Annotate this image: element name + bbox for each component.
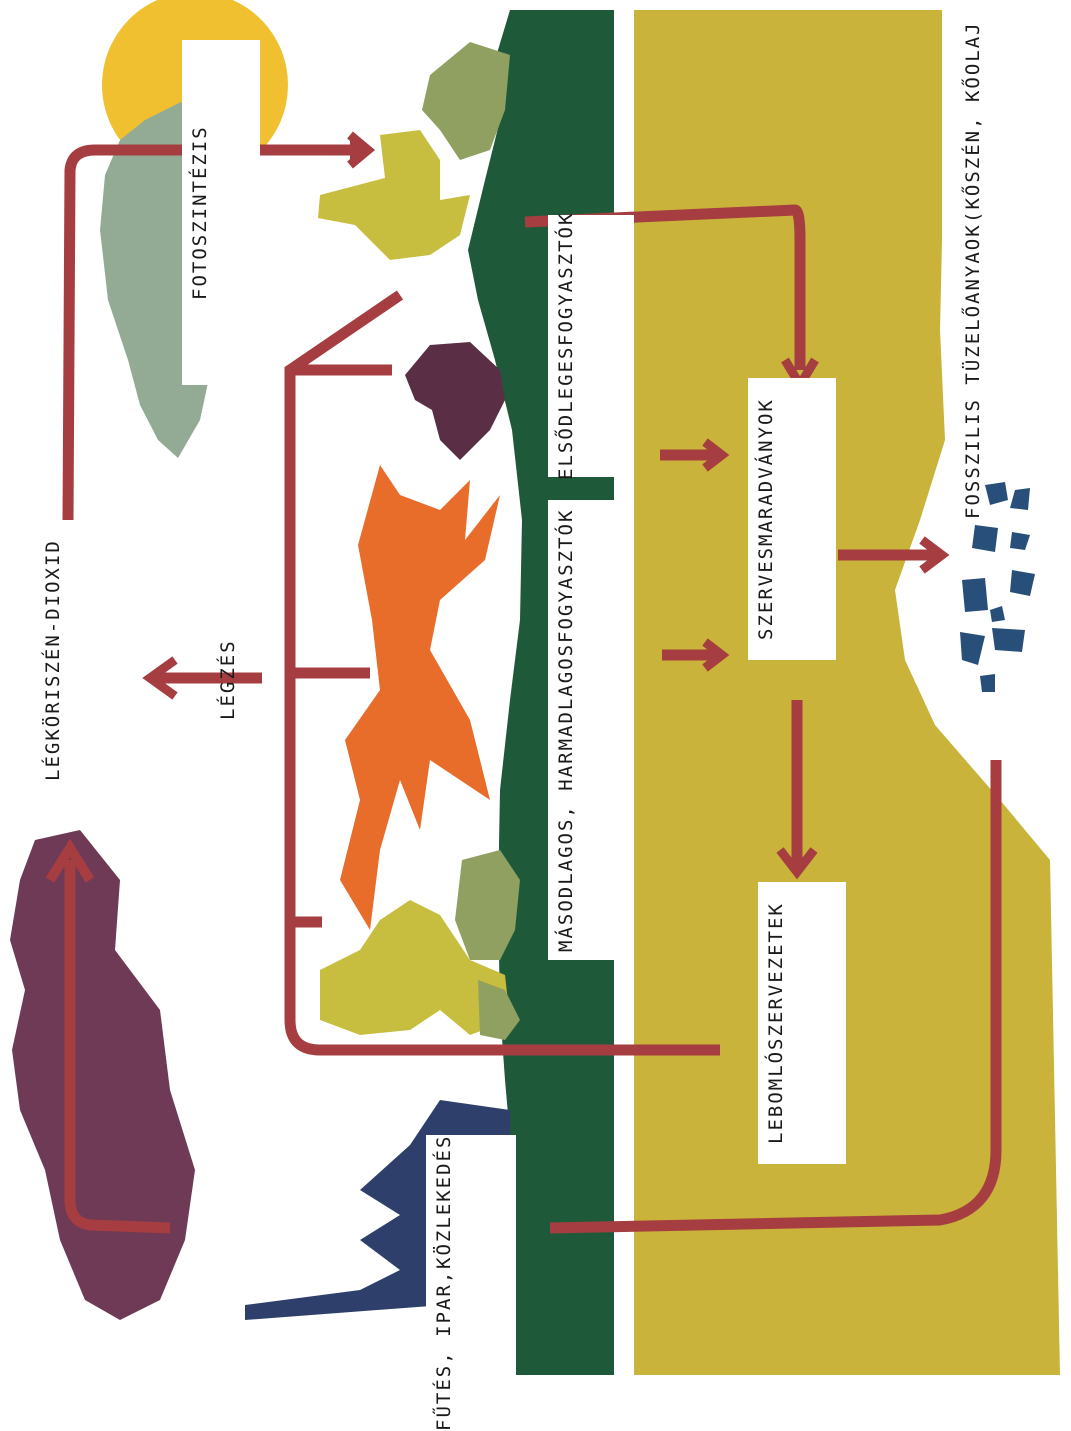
organic-remains-label: SZERVES MARADVÁNYOK [748, 378, 836, 660]
primary-consumers-label: ELSŐDLEGES FOGYASZTÓK [548, 212, 634, 480]
tree-icon-bottom [320, 850, 520, 1040]
secondary-consumers-label: MÁSODLAGOS, HARMADLAGOS FOGYASZTÓK [548, 500, 634, 960]
respiration-label: LÉGZÉS [217, 639, 239, 721]
smoke-icon [10, 830, 195, 1320]
carbon-cycle-diagram [10, 0, 1060, 1375]
fossil-fuels-label: FOSSZILIS TÜZELŐANYAOK (KŐSZÉN, KŐOLAJ [962, 21, 984, 519]
tree-icon [318, 42, 510, 260]
atmospheric-co2-label: LÉGKÖRI SZÉN-DIOXID [42, 539, 64, 781]
primary-to-remains [524, 204, 806, 370]
respiration-arrow-main [284, 290, 720, 1056]
decomposers-label: LEBOMLÓ SZERVEZETEK [758, 882, 846, 1164]
human-activity-label: FŰTÉS, IPAR, KÖZLEKEDÉS [426, 1135, 516, 1431]
cycle-arrows [45, 131, 1002, 1234]
bird-icon [405, 342, 505, 460]
coal-icon [960, 482, 1035, 692]
fossil-to-emission [549, 760, 1002, 1234]
photosynthesis-arrow [62, 144, 350, 521]
fox-icon [340, 465, 500, 930]
emission-up-arrow [64, 860, 171, 1234]
soil-layer [634, 10, 1060, 1375]
photosynthesis-label: FOTOSZINTÉZIS [182, 40, 260, 385]
